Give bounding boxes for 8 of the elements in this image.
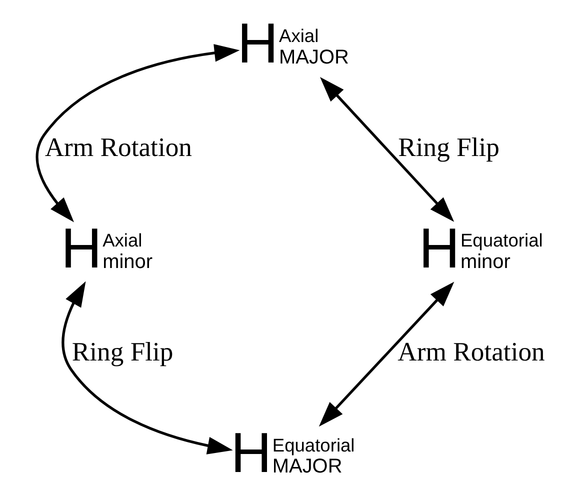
edge-label: Ring Flip: [71, 336, 173, 367]
edge-label: Arm Rotation: [397, 336, 544, 367]
arrow: [318, 282, 454, 427]
edge-label: Arm Rotation: [44, 132, 192, 162]
arrow: [35, 44, 240, 222]
arrow: [319, 77, 454, 222]
edge-label: Ring Flip: [398, 132, 499, 162]
arrow: [61, 281, 232, 454]
